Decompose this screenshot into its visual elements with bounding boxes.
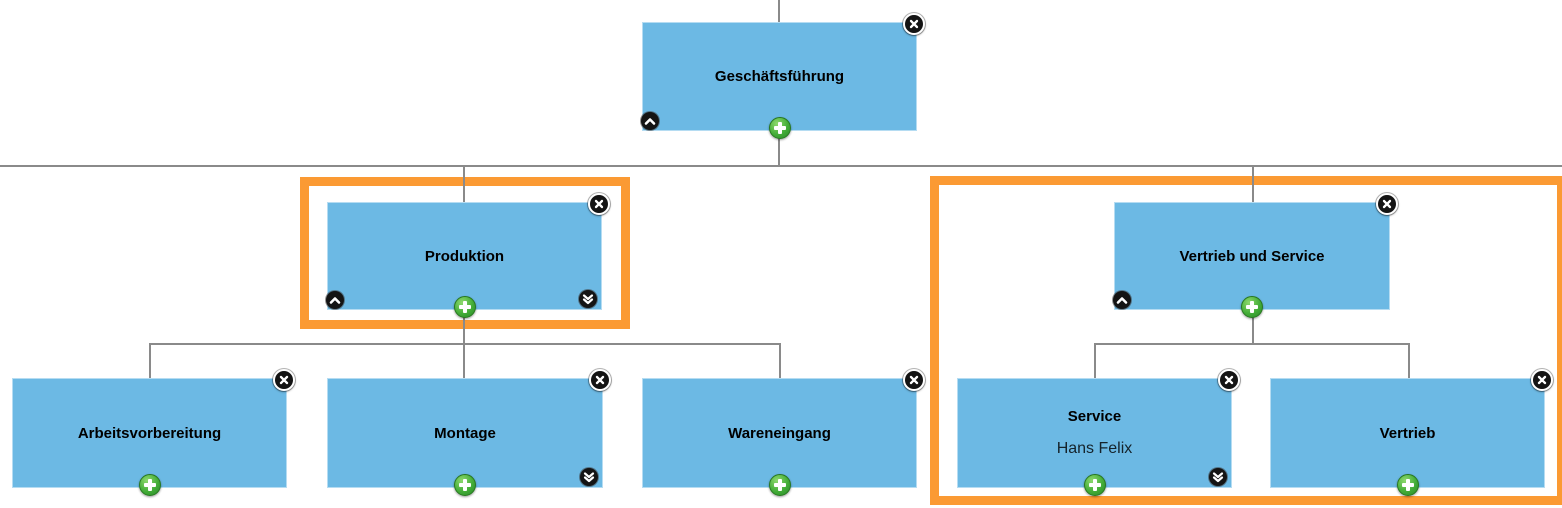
connector-line: [463, 165, 465, 202]
expand-down-icon[interactable]: [580, 468, 598, 486]
connector-line: [149, 343, 151, 378]
connector-line: [0, 165, 1562, 167]
node-title: Arbeitsvorbereitung: [77, 424, 222, 442]
expand-down-icon[interactable]: [579, 290, 597, 308]
plus-icon: [1401, 479, 1414, 491]
connector-line: [1094, 343, 1410, 345]
add-child-button[interactable]: [138, 474, 161, 496]
x-glyph: [1224, 375, 1234, 385]
connector-line: [149, 343, 781, 345]
plus-icon: [1088, 479, 1101, 491]
x-glyph: [279, 375, 289, 385]
org-node-arbeitsvorbereitung[interactable]: Arbeitsvorbereitung: [12, 369, 295, 496]
x-glyph: [595, 375, 605, 385]
connector-line: [463, 310, 465, 344]
node-title: Montage: [434, 424, 496, 442]
org-node-wareneingang[interactable]: Wareneingang: [642, 369, 925, 496]
close-icon[interactable]: [273, 369, 295, 391]
add-child-button[interactable]: [454, 474, 476, 496]
add-child-button[interactable]: [768, 117, 791, 139]
close-icon[interactable]: [1376, 193, 1398, 215]
org-node-service[interactable]: Service Hans Felix: [957, 369, 1240, 496]
x-glyph: [1537, 375, 1547, 385]
add-child-button[interactable]: [1241, 296, 1263, 318]
connector-line: [778, 0, 780, 22]
add-child-button[interactable]: [1396, 474, 1419, 496]
close-icon[interactable]: [588, 193, 610, 215]
highlight-frame-vertrieb-und-service: [930, 176, 1562, 505]
org-node-vertrieb-und-service[interactable]: Vertrieb und Service: [1113, 193, 1398, 318]
node-title: Produktion: [424, 247, 505, 265]
x-glyph: [909, 19, 919, 29]
connector-line: [1252, 310, 1254, 344]
connector-line: [463, 343, 465, 378]
connector-line: [778, 131, 780, 166]
node-title: Geschäftsführung: [714, 68, 845, 85]
plus-icon: [459, 479, 471, 491]
plus-icon: [773, 122, 786, 134]
close-icon[interactable]: [903, 13, 925, 35]
add-child-button[interactable]: [1083, 474, 1106, 496]
node-title: Service: [1067, 408, 1122, 425]
plus-icon: [1246, 301, 1258, 313]
collapse-up-icon[interactable]: [1113, 291, 1131, 309]
collapse-up-icon[interactable]: [326, 291, 344, 309]
add-child-button[interactable]: [453, 296, 476, 318]
connector-line: [1408, 343, 1410, 378]
x-glyph: [909, 375, 919, 385]
plus-icon: [143, 479, 156, 491]
node-title: Vertrieb und Service: [1179, 247, 1325, 265]
connector-line: [1252, 165, 1254, 202]
x-glyph: [594, 199, 604, 209]
org-node-produktion[interactable]: Produktion: [326, 193, 610, 318]
connector-line: [779, 343, 781, 378]
connector-line: [1094, 343, 1096, 378]
plus-icon: [773, 479, 786, 491]
x-glyph: [1382, 199, 1392, 209]
org-node-vertrieb[interactable]: Vertrieb: [1270, 369, 1553, 496]
node-title: Wareneingang: [728, 424, 831, 442]
expand-down-icon[interactable]: [1209, 468, 1227, 486]
node-person-name: Hans Felix: [1056, 440, 1133, 457]
node-title: Vertrieb: [1379, 424, 1436, 442]
highlight-frame-produktion: [300, 177, 630, 329]
collapse-up-icon[interactable]: [641, 112, 659, 130]
close-icon[interactable]: [903, 369, 925, 391]
org-node-geschaeftsfuehrung[interactable]: Geschäftsführung: [641, 13, 925, 139]
add-child-button[interactable]: [768, 474, 791, 496]
close-icon[interactable]: [1218, 369, 1240, 391]
org-node-montage[interactable]: Montage: [327, 369, 611, 496]
plus-icon: [458, 301, 471, 313]
close-icon[interactable]: [1531, 369, 1553, 391]
close-icon[interactable]: [589, 369, 611, 391]
